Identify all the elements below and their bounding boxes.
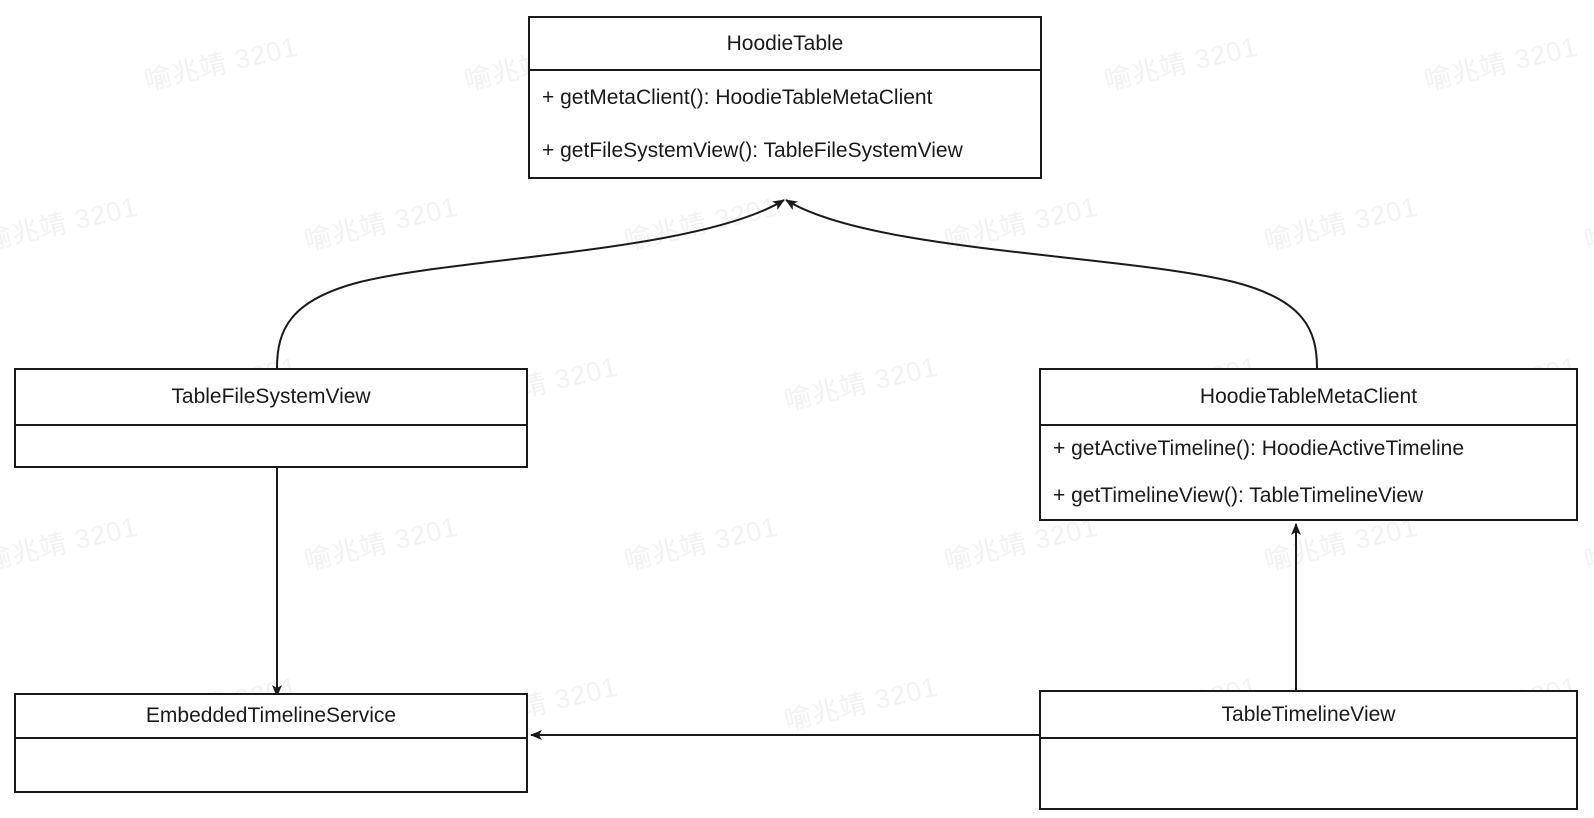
class-box-embedded-timeline-service[interactable]: EmbeddedTimelineService <box>14 693 528 793</box>
edge-metaclient-to-hoodietable <box>785 199 1318 369</box>
watermark-text: 喻兆靖 3201 <box>301 191 461 257</box>
class-member: + getMetaClient(): HoodieTableMetaClient <box>542 85 933 109</box>
watermark-text: 喻兆靖 3201 <box>621 191 781 257</box>
watermark-text: 喻兆靖 3201 <box>301 511 461 577</box>
watermark-text: 喻兆靖 3201 <box>781 671 941 737</box>
class-members-table-timeline-view <box>1041 739 1576 808</box>
watermark-text: 喻兆靖 3201 <box>1581 192 1594 257</box>
watermark-text: 喻兆靖 3201 <box>141 31 301 97</box>
class-name-embedded-timeline-service: EmbeddedTimelineService <box>145 704 397 727</box>
class-member: + getActiveTimeline(): HoodieActiveTimel… <box>1053 437 1465 461</box>
watermark-text: 喻兆靖 3201 <box>1421 31 1581 97</box>
watermark-text: 喻兆靖 3201 <box>781 351 941 417</box>
class-name-hoodie-table-meta-client: HoodieTableMetaClient <box>1199 385 1418 408</box>
class-members-embedded-timeline-service <box>16 739 526 791</box>
class-divider <box>16 737 526 739</box>
class-name-hoodie-table: HoodieTable <box>726 31 844 55</box>
watermark-text: 喻兆靖 3201 <box>0 511 141 577</box>
watermark-text: 喻兆靖 3201 <box>1101 31 1261 97</box>
class-members-hoodie-table: + getMetaClient(): HoodieTableMetaClient… <box>530 71 1040 177</box>
class-box-hoodie-table-meta-client[interactable]: HoodieTableMetaClient + getActiveTimelin… <box>1039 368 1578 521</box>
class-members-hoodie-table-meta-client: + getActiveTimeline(): HoodieActiveTimel… <box>1041 426 1576 519</box>
watermark-text: 喻兆靖 3201 <box>1261 191 1421 257</box>
class-member: + getTimelineView(): TableTimelineView <box>1053 483 1424 507</box>
class-divider <box>16 424 526 426</box>
class-divider <box>1041 424 1576 426</box>
edge-fsview-to-hoodietable <box>276 199 785 369</box>
class-name-table-file-system-view: TableFileSystemView <box>171 385 371 408</box>
class-divider <box>1041 737 1576 739</box>
class-member: + getFileSystemView(): TableFileSystemVi… <box>542 138 963 162</box>
class-members-table-file-system-view <box>16 426 526 466</box>
watermark-text: 喻兆靖 3201 <box>0 191 141 257</box>
watermark-text: 喻兆靖 3201 <box>621 511 781 577</box>
watermark-text: 喻兆靖 3201 <box>1581 512 1594 577</box>
class-name-table-timeline-view: TableTimelineView <box>1221 702 1396 726</box>
class-box-table-file-system-view[interactable]: TableFileSystemView <box>14 368 528 468</box>
class-box-table-timeline-view[interactable]: TableTimelineView <box>1039 690 1578 810</box>
class-box-hoodie-table[interactable]: HoodieTable + getMetaClient(): HoodieTab… <box>528 16 1042 179</box>
watermark-text: 喻兆靖 3201 <box>941 191 1101 257</box>
class-divider <box>530 69 1040 71</box>
